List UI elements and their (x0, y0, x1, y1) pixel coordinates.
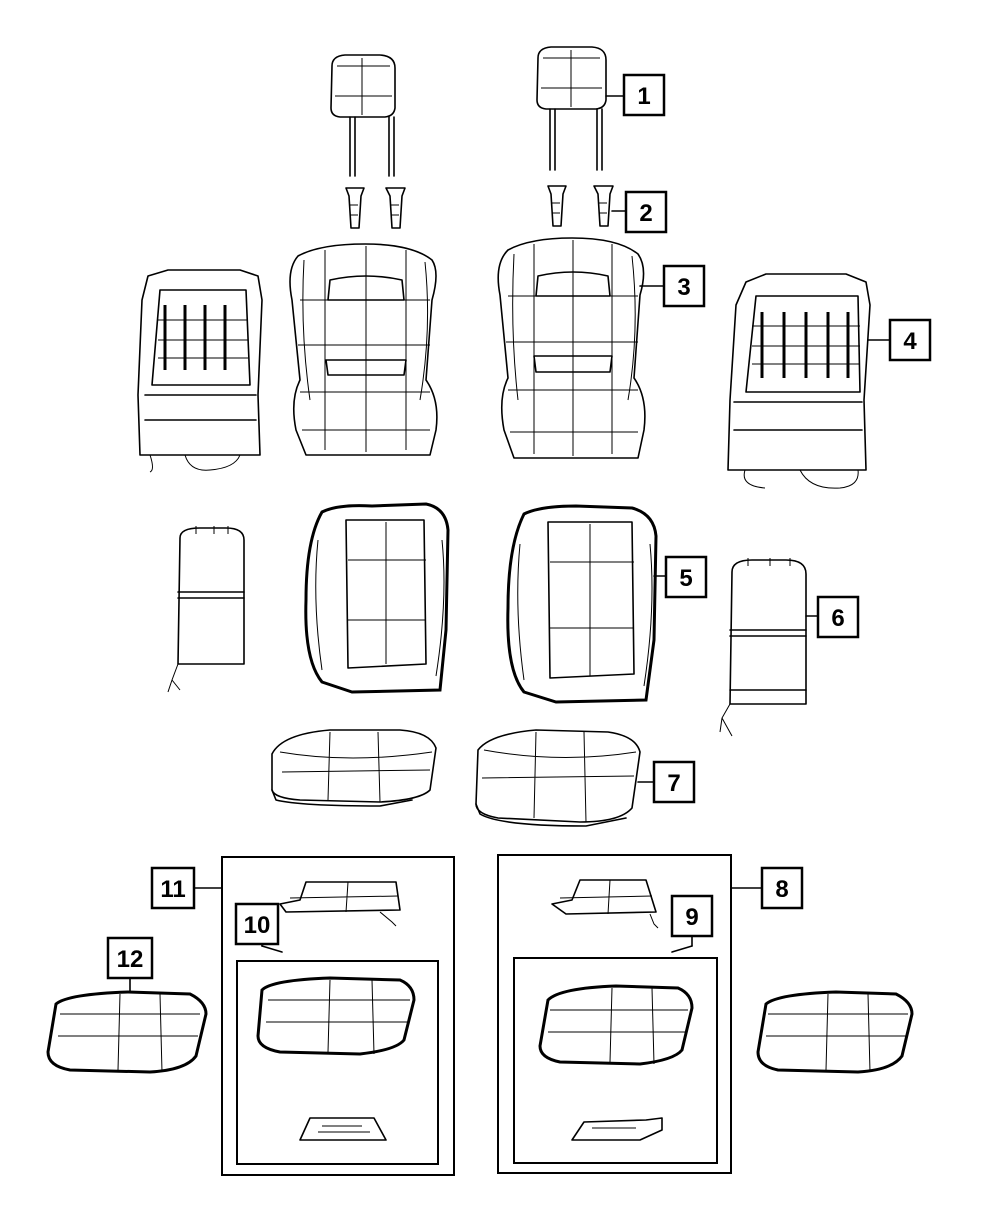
headrest-left (330, 54, 396, 177)
seat-cushion-cover-left (271, 729, 437, 807)
group-box-10 (236, 960, 439, 1165)
callout-8: 8 (760, 866, 804, 910)
cushion-assembly-right-boxed (538, 984, 694, 1066)
heater-mat-right (551, 879, 659, 929)
seatback-shell-right (506, 504, 658, 704)
cushion-assembly-left (46, 990, 208, 1074)
seat-cushion-cover-right (475, 729, 641, 827)
seatback-pad-right (719, 558, 807, 737)
cushion-assembly-right (756, 990, 914, 1074)
callout-9: 9 (670, 894, 714, 938)
sensor-plate-left (299, 1117, 387, 1141)
group-box-9 (513, 957, 718, 1164)
svg-text:12: 12 (117, 946, 144, 973)
seatback-cover-left (289, 243, 438, 456)
callout-6: 6 (816, 595, 860, 639)
seatback-shell-left (304, 502, 450, 694)
headrest-guides-right (547, 185, 614, 227)
svg-text:3: 3 (677, 274, 690, 301)
svg-text:8: 8 (775, 876, 788, 903)
sensor-plate-right (571, 1117, 663, 1141)
cushion-assembly-left-boxed (256, 976, 416, 1056)
svg-text:4: 4 (903, 328, 917, 355)
svg-text:9: 9 (685, 904, 698, 931)
callout-12: 12 (106, 936, 154, 980)
headrest-right (536, 46, 607, 171)
seatback-frame-left (137, 269, 263, 473)
svg-text:7: 7 (667, 770, 680, 797)
svg-text:5: 5 (679, 565, 692, 592)
seatback-frame-right (727, 273, 871, 489)
callout-1: 1 (622, 73, 666, 117)
callout-5: 5 (664, 555, 708, 599)
headrest-guides-left (345, 187, 406, 229)
svg-text:6: 6 (831, 605, 844, 632)
callout-11: 11 (150, 866, 196, 910)
heater-mat-left (279, 881, 401, 927)
group-box-8 (497, 854, 732, 1174)
callout-3: 3 (662, 264, 706, 308)
svg-text:2: 2 (639, 200, 652, 227)
callout-10: 10 (234, 902, 280, 946)
callout-7: 7 (652, 760, 696, 804)
svg-text:1: 1 (637, 83, 650, 110)
group-box-11 (221, 856, 455, 1176)
callout-4: 4 (888, 318, 932, 362)
seatback-cover-right (497, 237, 646, 459)
leader-lines (129, 95, 891, 993)
svg-text:11: 11 (160, 876, 185, 903)
seatback-pad-left (167, 526, 245, 693)
svg-text:10: 10 (244, 912, 271, 939)
callout-2: 2 (624, 190, 668, 234)
